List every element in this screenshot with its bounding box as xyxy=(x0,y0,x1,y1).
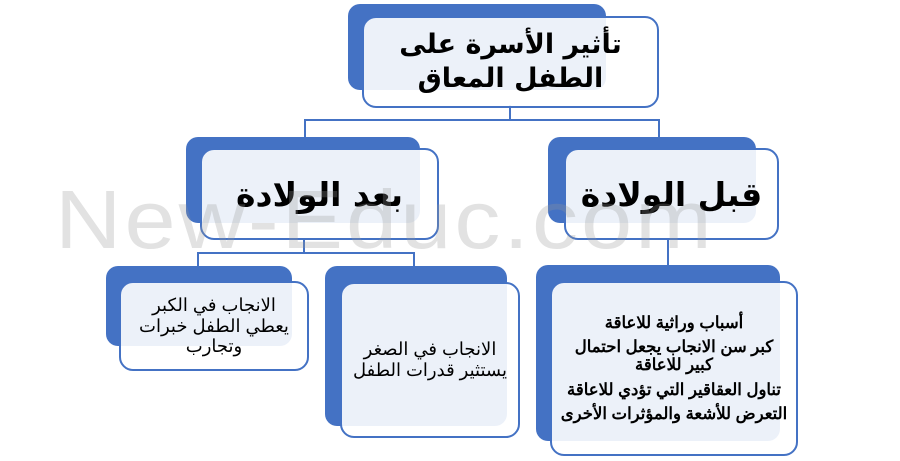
causes-node: أسباب وراثية للاعاقة كبر سن الانجاب يجعل… xyxy=(550,281,798,456)
root-title: تأثير الأسرة على الطفل المعاق xyxy=(399,29,622,94)
connector xyxy=(304,119,660,121)
connector xyxy=(197,252,199,268)
cause-item: التعرض للأشعة والمؤثرات الأخرى xyxy=(560,404,788,423)
connector xyxy=(304,119,306,141)
connector xyxy=(197,252,415,254)
connector xyxy=(509,105,511,121)
before-birth-node: قبل الولادة xyxy=(564,148,779,240)
child-text: الانجاب في الصغر يستثير قدرات الطفل xyxy=(353,339,507,380)
before-birth-label: قبل الولادة xyxy=(580,174,763,214)
child-node-late-birth: الانجاب في الكبر يعطي الطفل خبرات وتجارب xyxy=(119,281,309,371)
child-text: الانجاب في الكبر يعطي الطفل خبرات وتجارب xyxy=(139,294,289,357)
connector xyxy=(667,238,669,268)
cause-item: كبر سن الانجاب يجعل احتمال كبير للاعاقة xyxy=(574,338,774,375)
child-node-early-birth: الانجاب في الصغر يستثير قدرات الطفل xyxy=(340,282,520,438)
connector xyxy=(658,119,660,141)
root-node: تأثير الأسرة على الطفل المعاق xyxy=(362,16,659,108)
after-birth-node: بعد الولادة xyxy=(200,148,439,240)
connector xyxy=(303,238,305,253)
cause-item: أسباب وراثية للاعاقة xyxy=(604,314,744,333)
after-birth-label: بعد الولادة xyxy=(236,174,403,214)
connector xyxy=(413,252,415,270)
cause-item: تناول العقاقير التي تؤدي للاعاقة xyxy=(567,380,782,399)
